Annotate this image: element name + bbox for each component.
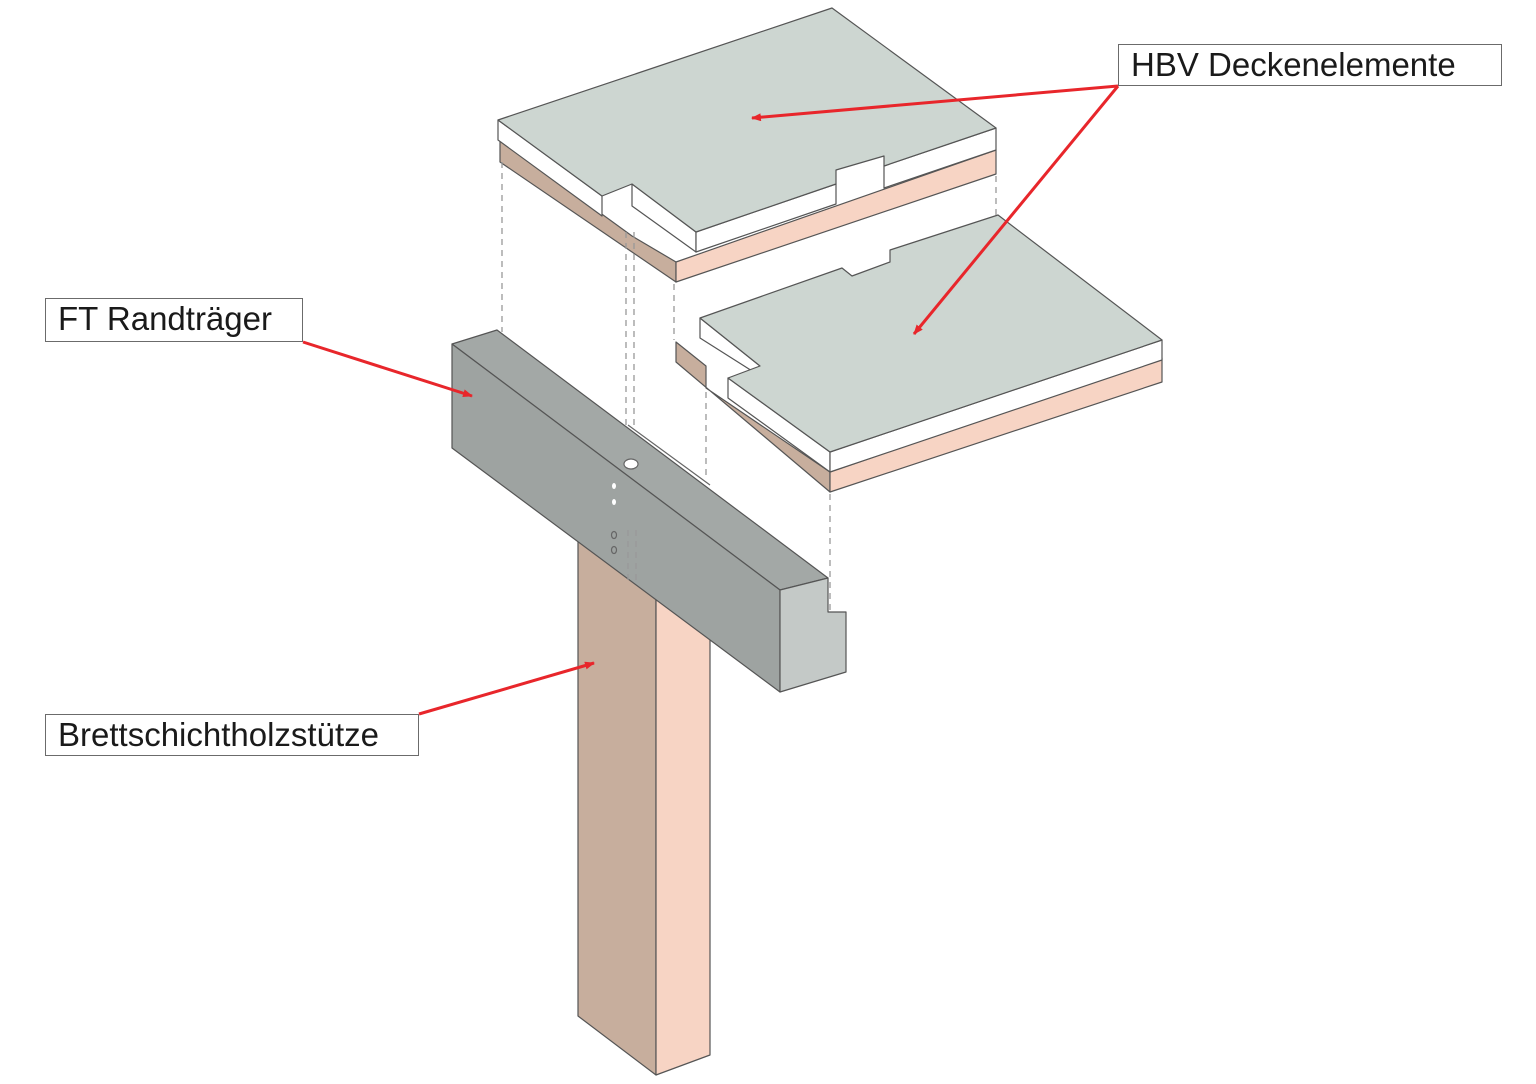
label-ft-randtraeger: FT Randträger: [45, 298, 303, 342]
arrow-hbv-upper: [751, 84, 1119, 122]
arrow-hbv-lower: [912, 85, 1120, 335]
arrow-ft: [302, 340, 473, 398]
hbv-slab-upper: [497, 7, 997, 283]
glulam-column: [577, 519, 711, 1076]
arrow-column: [418, 661, 595, 716]
label-brettschichtholzstuetze: Brettschichtholzstütze: [45, 714, 419, 756]
callout-arrows: [302, 84, 1120, 716]
projection-lines: [501, 162, 997, 610]
label-hbv-deckenelemente: HBV Deckenelemente: [1118, 44, 1502, 86]
hbv-slab-lower: [675, 214, 1163, 493]
edge-beam: [451, 329, 847, 693]
